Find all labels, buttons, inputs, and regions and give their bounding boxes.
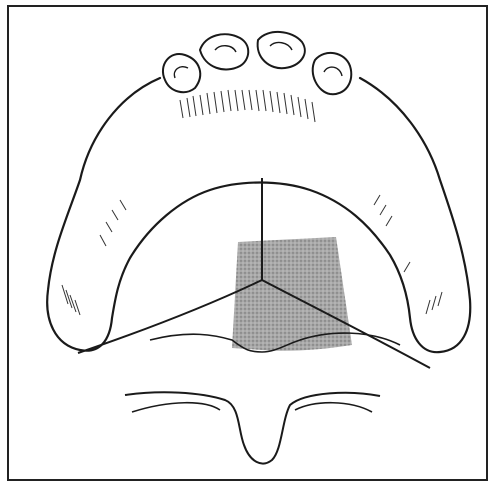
tooth-right-lateral	[313, 53, 352, 94]
uvula-upper-lines	[132, 403, 372, 412]
arch-hatching-right	[374, 195, 442, 314]
tooth-left-central	[200, 34, 248, 69]
tooth-right-central	[258, 32, 305, 68]
rugae-hatching	[180, 90, 315, 122]
tooth-left-lateral	[163, 54, 200, 92]
incisor-teeth	[163, 32, 351, 94]
